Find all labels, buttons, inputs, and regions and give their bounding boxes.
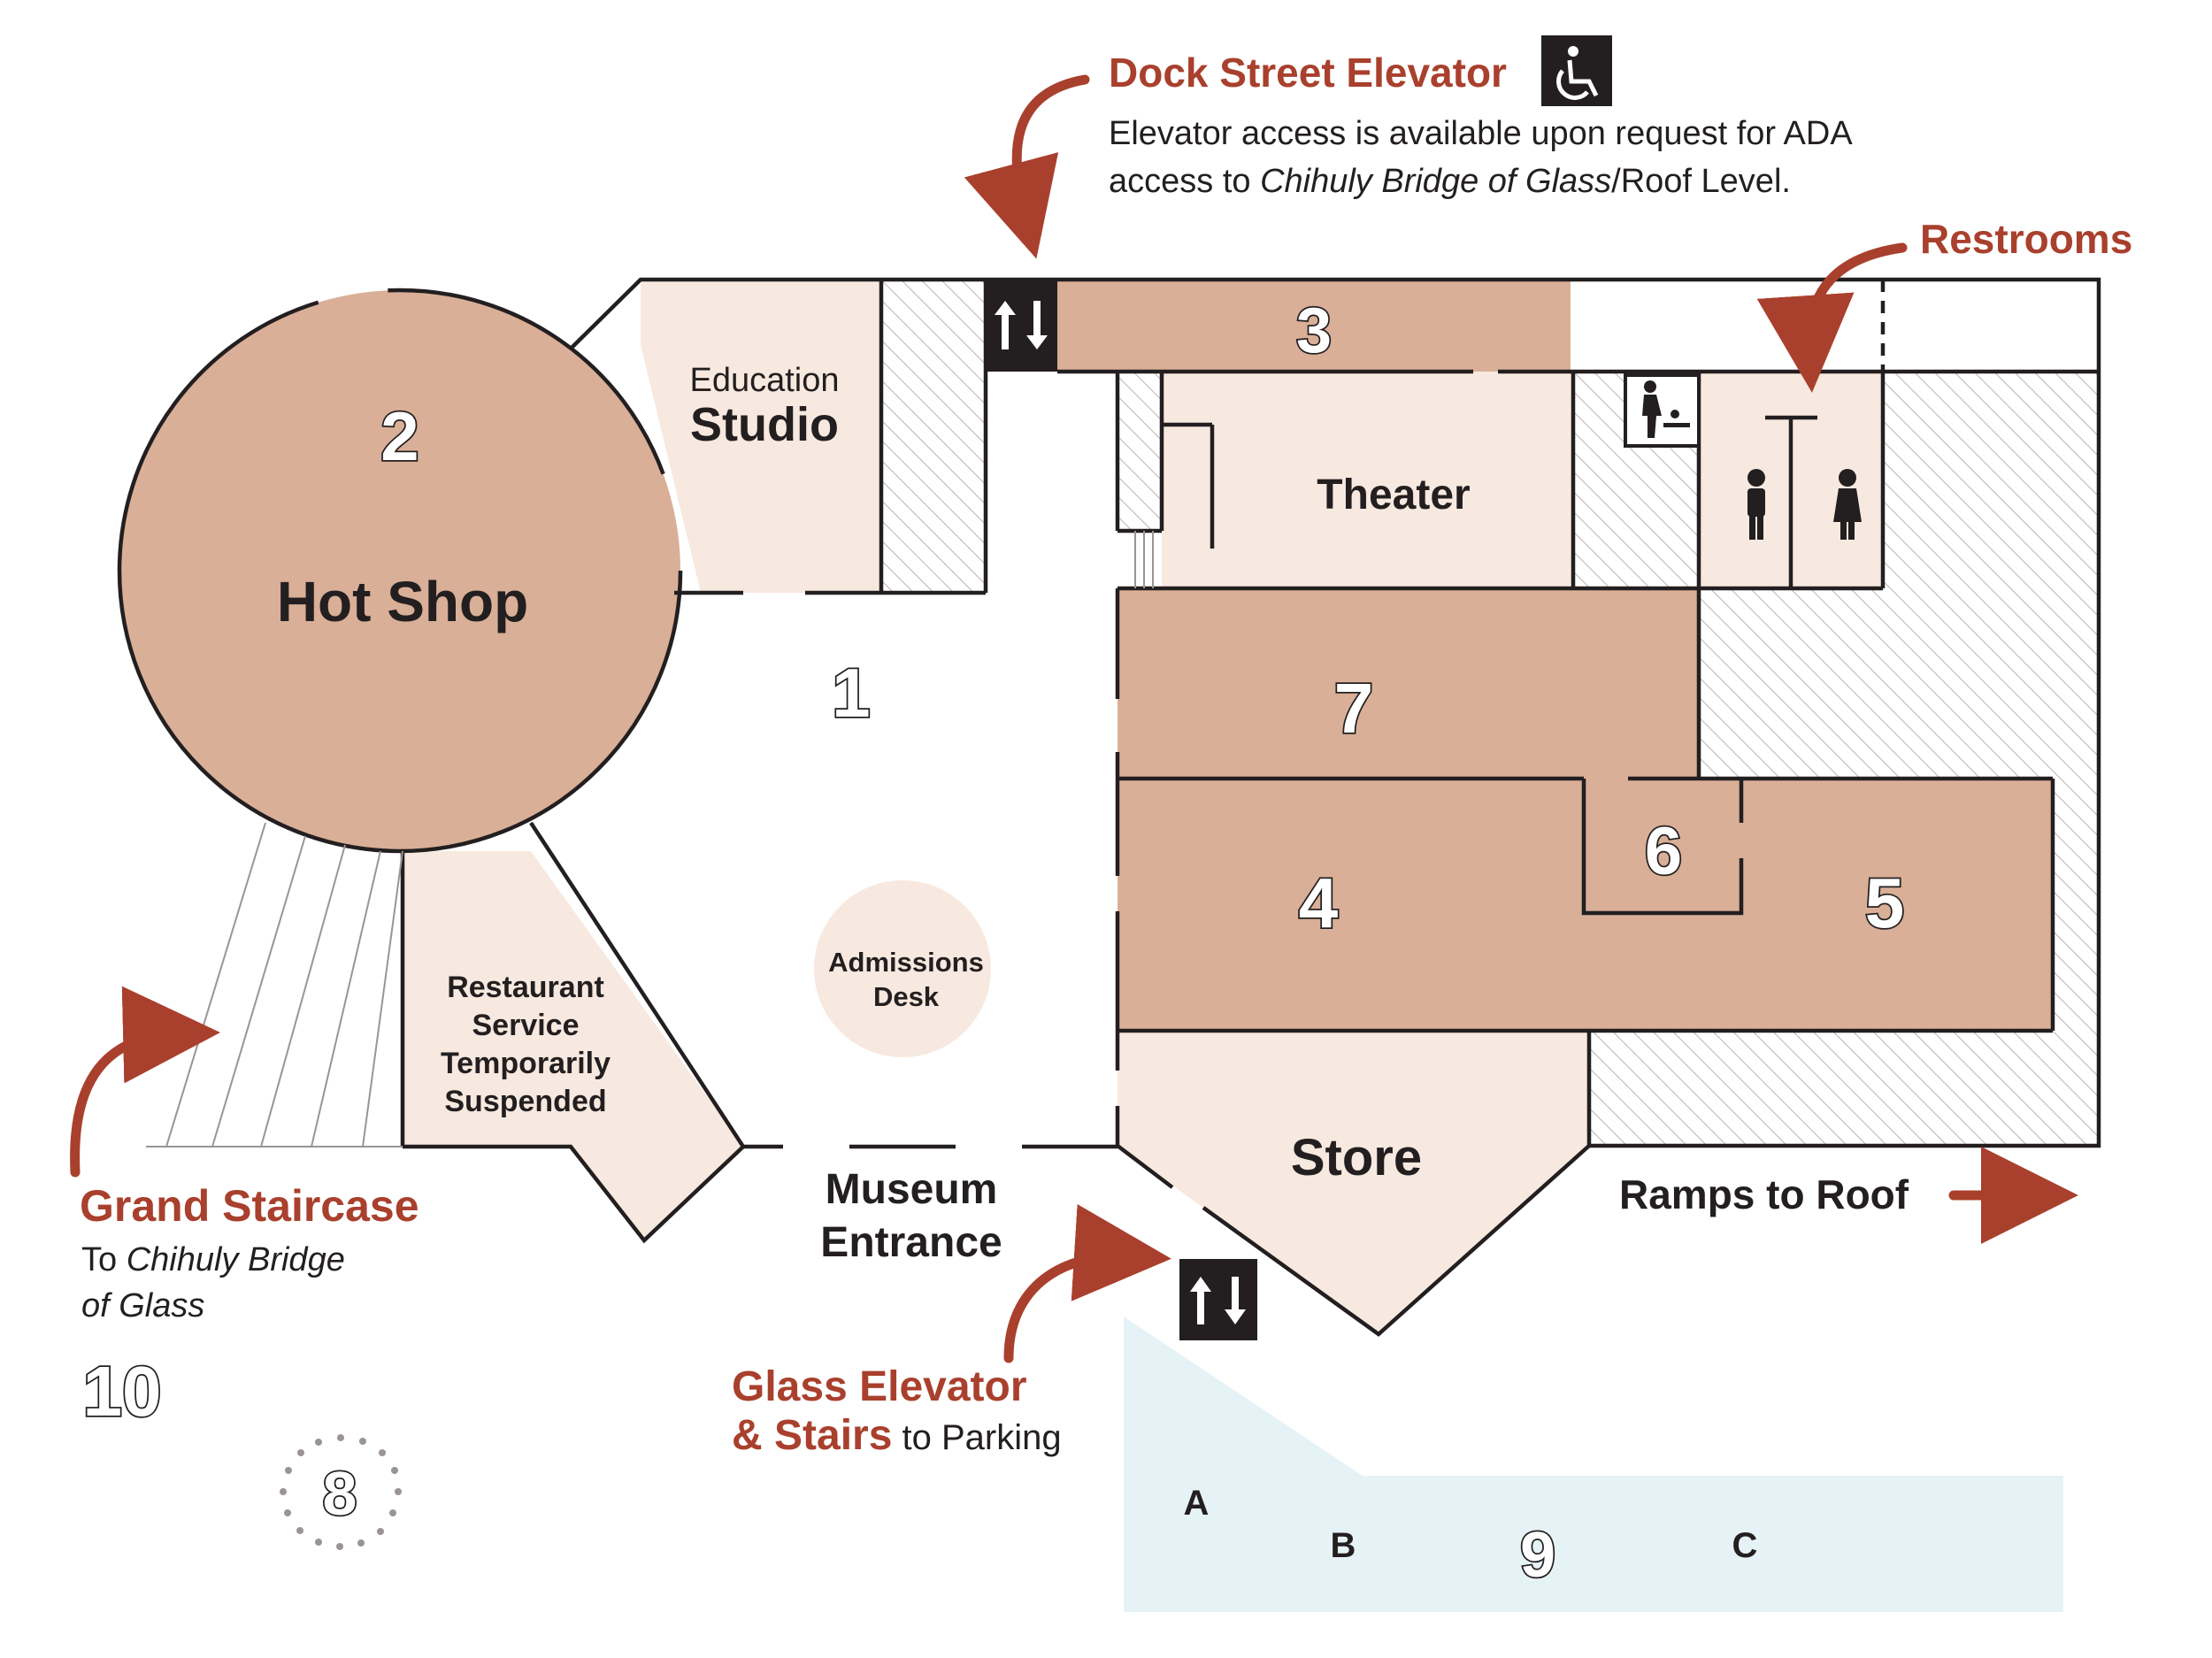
svg-text:Restaurant: Restaurant [447,971,604,1004]
theater-label: Theater [1317,472,1470,518]
store-label: Store [1291,1129,1422,1186]
svg-text:Desk: Desk [873,981,940,1012]
restroom-men-icon [1747,469,1765,540]
parking-label-b: B [1331,1526,1356,1565]
gallery-rooms [119,280,2053,1031]
light-rooms [403,280,1883,1334]
grand-staircase-line2: of Glass [81,1287,204,1324]
restroom-women-icon [1833,469,1862,540]
education-studio-line1: Education [689,362,839,399]
elevator-icon-dock [986,280,1057,372]
svg-text:Entrance: Entrance [820,1219,1002,1266]
elevator-icon-glass [1179,1259,1257,1340]
admissions-desk-label: Admissions Desk [828,947,984,1012]
grand-staircase-line1: To Chihuly Bridge [81,1241,345,1278]
parking-area [1124,1316,2063,1612]
baby-changing-icon [1642,380,1690,438]
event-circle-8-dots [280,1434,402,1550]
area-number-10: 10 [83,1352,162,1431]
svg-text:Temporarily: Temporarily [441,1047,611,1080]
wheelchair-icon [1541,35,1612,106]
svg-text:Service: Service [472,1009,580,1042]
parking-label-a: A [1184,1484,1210,1523]
glass-elevator-title1: Glass Elevator [732,1363,1027,1410]
svg-text:Admissions: Admissions [828,947,984,978]
gallery-number-5: 5 [1865,864,1905,942]
gallery-number-3: 3 [1296,296,1332,366]
education-studio-line2: Studio [690,398,839,451]
dock-elevator-title: Dock Street Elevator [1109,50,1507,96]
admissions-desk [814,880,991,1057]
dock-elevator-desc-line1: Elevator access is available upon reques… [1109,115,1853,152]
museum-entrance-label: Museum Entrance [820,1166,1002,1266]
restrooms-title: Restrooms [1920,216,2132,262]
glass-elevator-title2: & Stairs to Parking [732,1412,1062,1459]
area-number-8: 8 [323,1459,357,1528]
area-number-9: 9 [1520,1520,1555,1591]
gallery-number-4: 4 [1299,864,1339,942]
ramps-to-roof-label: Ramps to Roof [1619,1171,1909,1217]
area-number-1: 1 [832,654,870,732]
restaurant-label: Restaurant Service Temporarily Suspended [441,971,611,1118]
dock-elevator-desc-line2: access to Chihuly Bridge of Glass/Roof L… [1109,163,1791,200]
svg-text:Suspended: Suspended [444,1085,606,1118]
parking-label-c: C [1732,1526,1758,1565]
callout-arrows [70,74,2078,1363]
gallery-number-6: 6 [1645,814,1682,889]
room-number-2: 2 [380,397,419,475]
grand-staircase-title: Grand Staircase [80,1181,419,1231]
svg-text:Museum: Museum [826,1166,998,1213]
hatched-areas [881,280,2099,1146]
gallery-number-7: 7 [1334,669,1374,748]
hot-shop-label: Hot Shop [277,570,528,633]
